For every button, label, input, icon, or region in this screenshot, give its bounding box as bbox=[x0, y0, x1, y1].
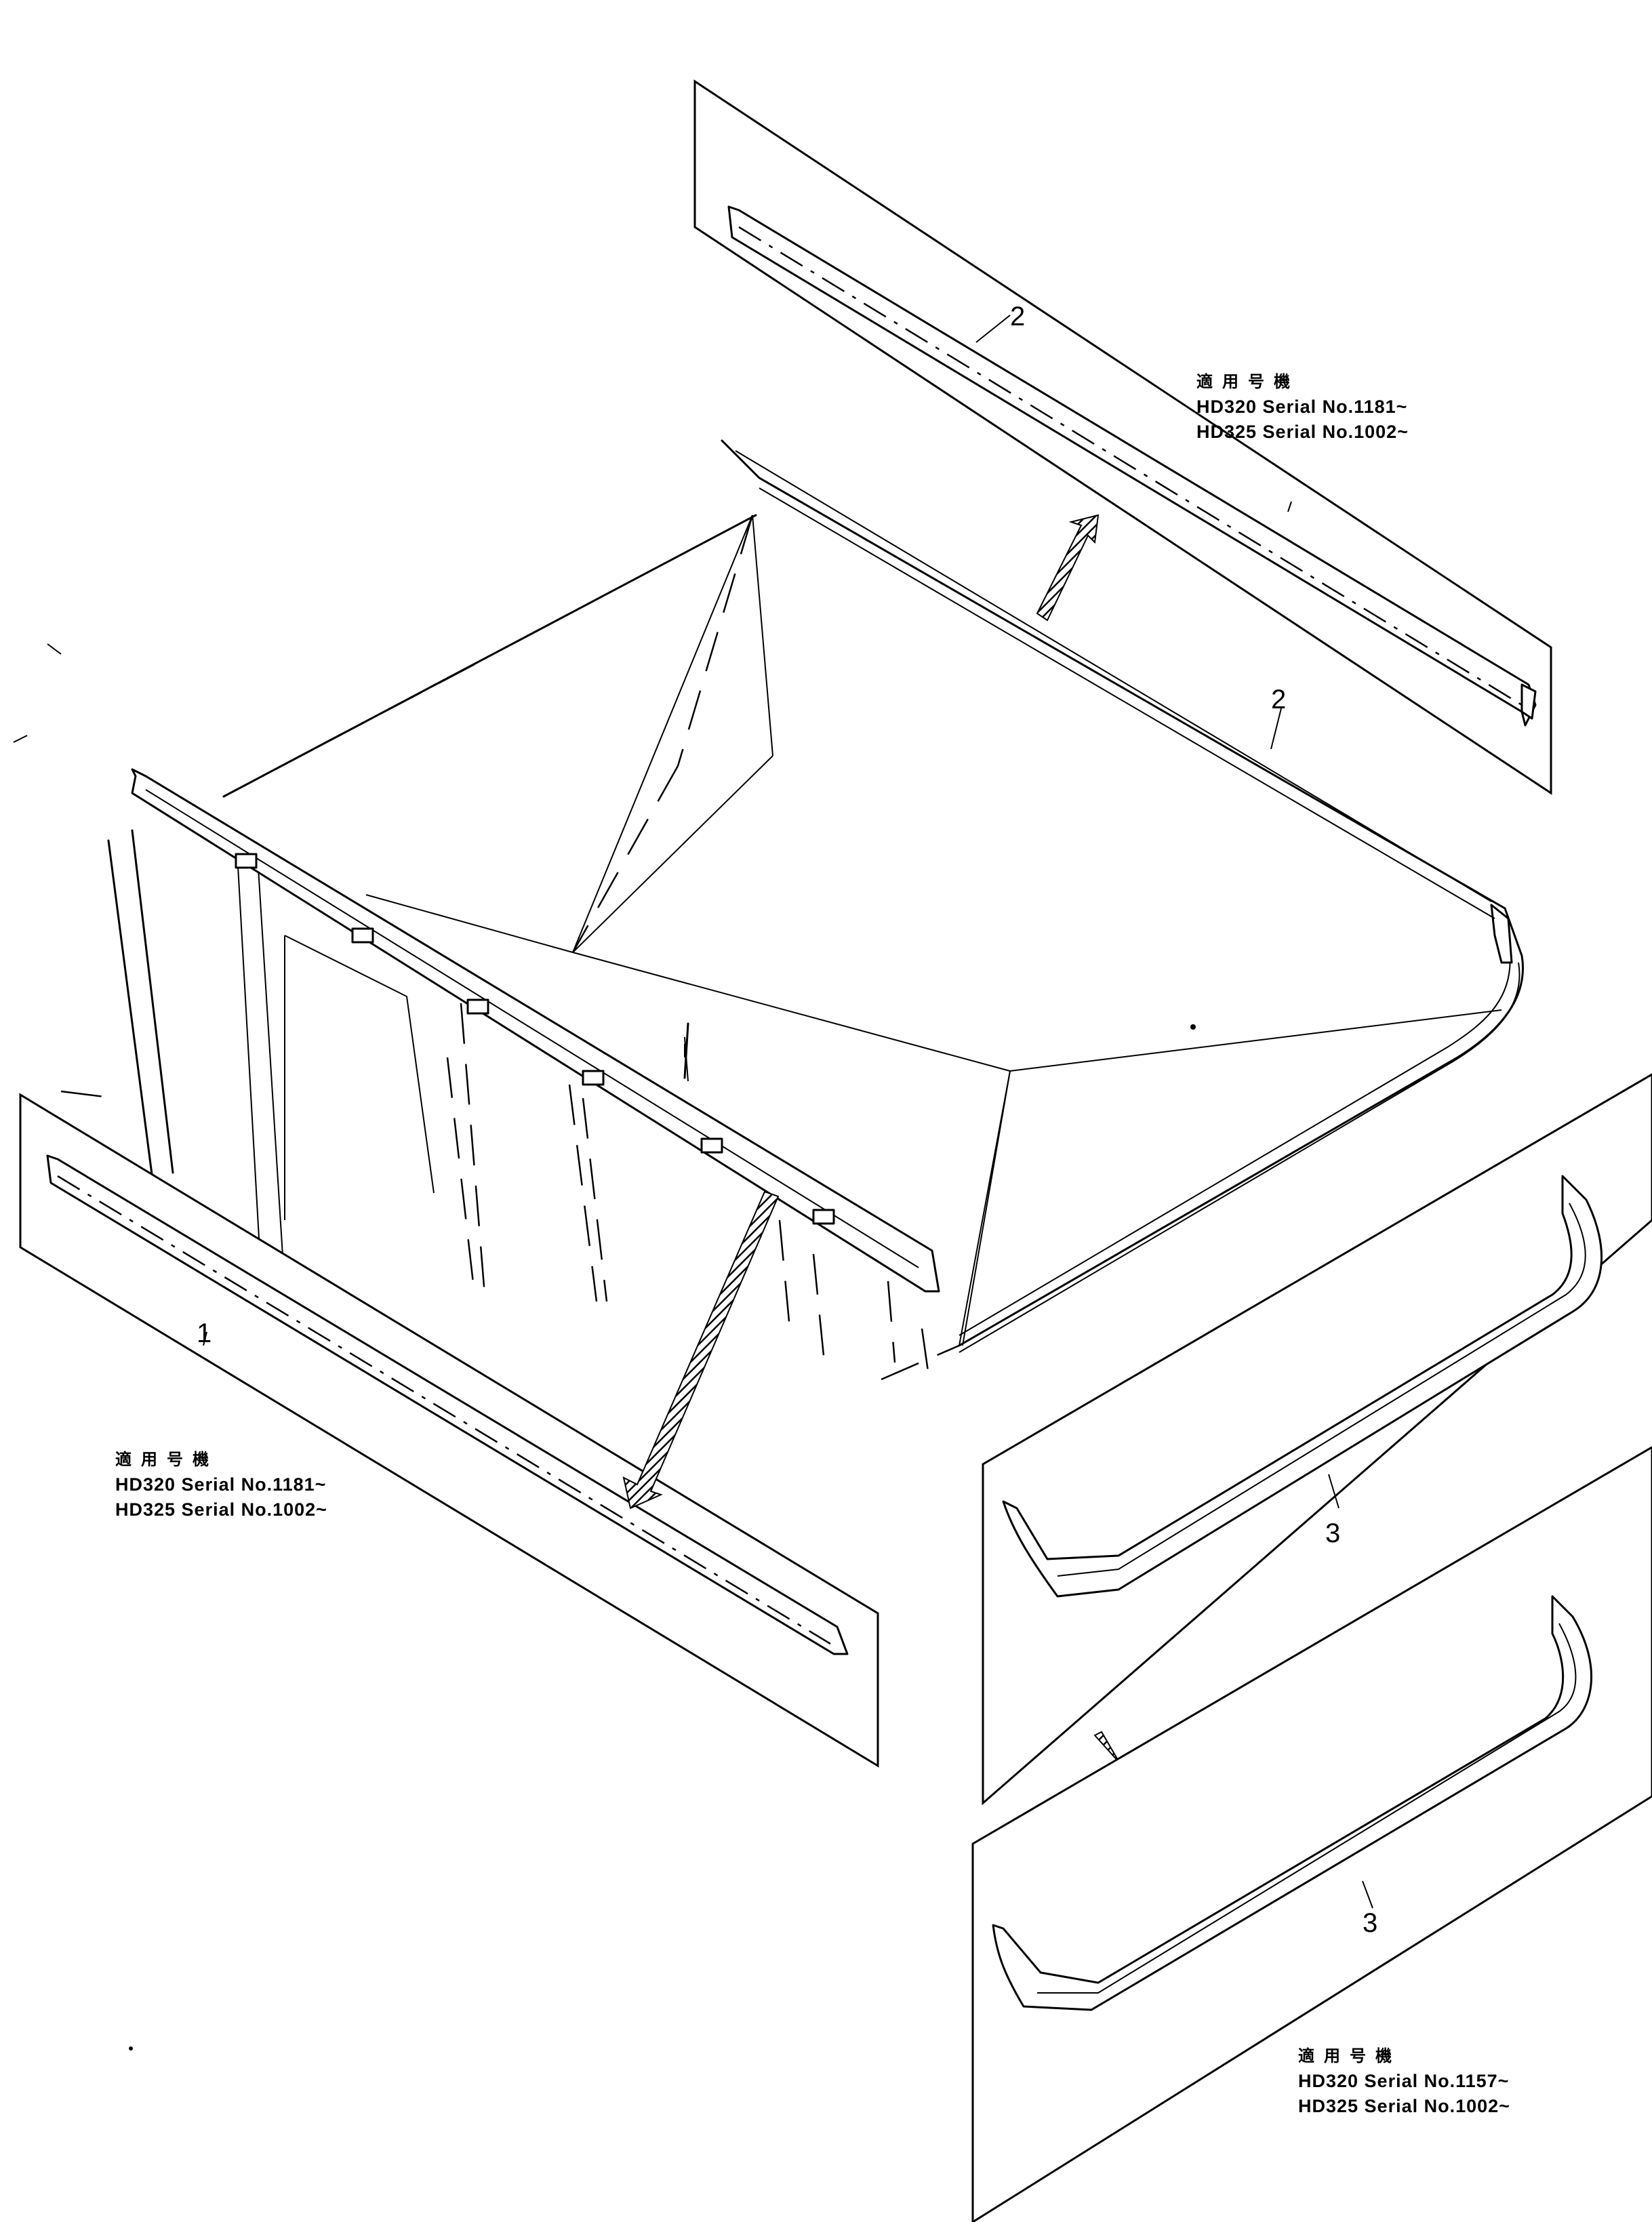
callout-1: 1 bbox=[197, 1318, 211, 1348]
part1-panel: 1 bbox=[19, 1093, 879, 1768]
part3-upper-panel: 3 bbox=[982, 1073, 1652, 1806]
applicability-note-part2: 適用号機 HD320 Serial No.1181~ HD325 Serial … bbox=[1196, 369, 1409, 445]
applicability-heading: 適用号機 bbox=[115, 1451, 218, 1469]
applicability-line-hd320: HD320 Serial No.1157~ bbox=[1298, 2071, 1510, 2091]
applicability-line-hd325: HD325 Serial No.1002~ bbox=[1298, 2096, 1510, 2116]
applicability-line-hd320: HD320 Serial No.1181~ bbox=[1196, 397, 1408, 417]
applicability-heading: 適用号機 bbox=[1196, 373, 1300, 391]
callout-2-panel: 2 bbox=[1010, 302, 1025, 331]
callout-3-lower: 3 bbox=[1363, 1908, 1377, 1938]
callout-3-upper: 3 bbox=[1325, 1518, 1340, 1548]
applicability-line-hd325: HD325 Serial No.1002~ bbox=[1196, 422, 1409, 442]
applicability-note-part3: 適用号機 HD320 Serial No.1157~ HD325 Serial … bbox=[1298, 2044, 1510, 2119]
callout-2-body: 2 bbox=[1271, 685, 1286, 714]
arrow-part2 bbox=[1036, 514, 1100, 622]
applicability-heading: 適用号機 bbox=[1298, 2047, 1401, 2065]
applicability-line-hd320: HD320 Serial No.1181~ bbox=[115, 1474, 327, 1495]
dump-body bbox=[60, 439, 1524, 1381]
arrow-part1 bbox=[622, 1190, 780, 1510]
part2-panel: 2 bbox=[693, 79, 1552, 795]
applicability-note-part1: 適用号機 HD320 Serial No.1181~ HD325 Serial … bbox=[115, 1447, 327, 1522]
part3-lower-panel: 3 bbox=[971, 1446, 1652, 2222]
applicability-line-hd325: HD325 Serial No.1002~ bbox=[115, 1499, 327, 1520]
